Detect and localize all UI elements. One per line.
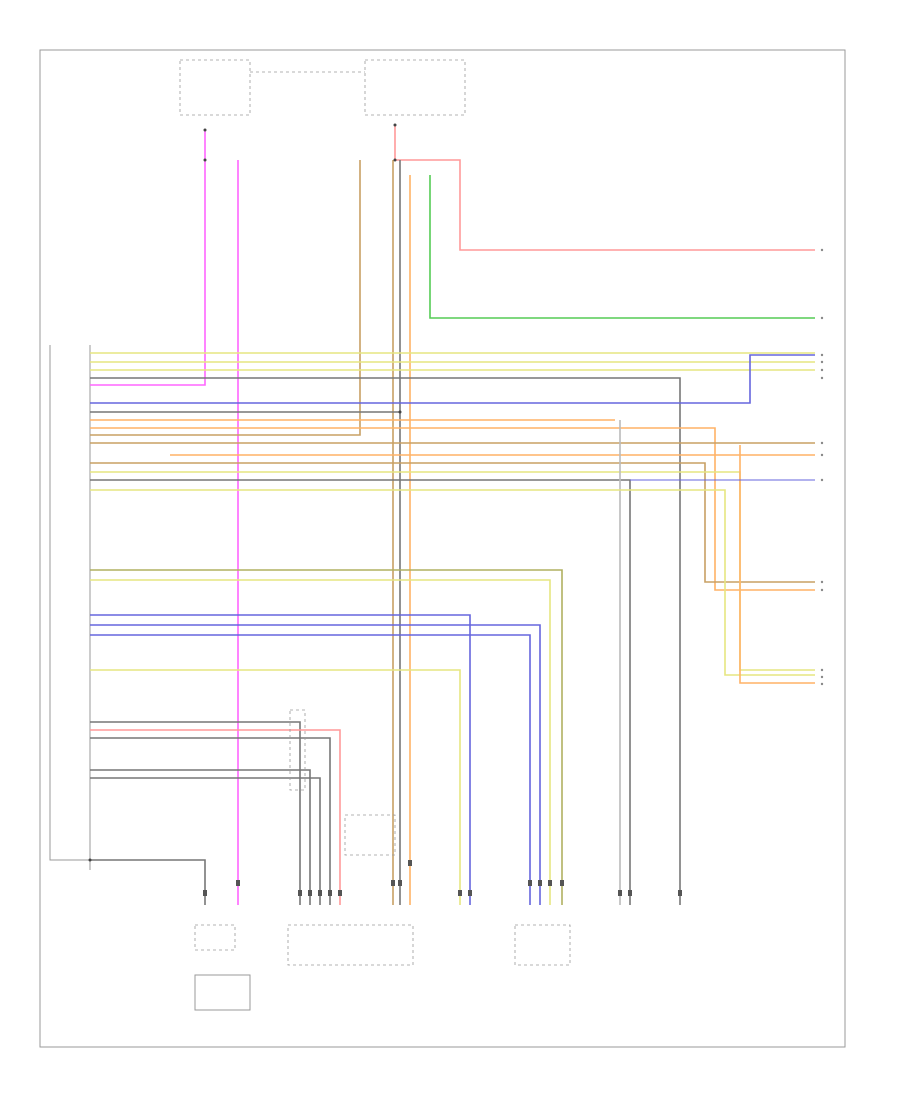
wire-gray-3 xyxy=(90,479,631,905)
terminal xyxy=(820,478,824,482)
component-box-6 xyxy=(194,974,251,1011)
pin xyxy=(391,880,395,886)
wire-yellow-7 xyxy=(90,669,461,905)
pin xyxy=(338,890,342,896)
pin xyxy=(468,890,472,896)
pin xyxy=(298,890,302,896)
pin xyxy=(618,890,622,896)
terminal xyxy=(820,441,824,445)
pin xyxy=(318,890,322,896)
lower-connector-wires xyxy=(90,721,341,905)
wire-yellow-6 xyxy=(90,579,551,905)
terminal xyxy=(820,248,824,252)
component-box-4 xyxy=(289,709,306,791)
wire-green-top xyxy=(429,175,815,319)
wire-blue-1 xyxy=(90,354,815,404)
wire-red-top xyxy=(394,125,815,251)
pin xyxy=(538,880,542,886)
component-box-1 xyxy=(194,924,236,951)
junction xyxy=(393,123,397,127)
wire-blue-2 xyxy=(90,614,471,905)
component-box-5 xyxy=(344,814,396,856)
wire-blue-4 xyxy=(90,634,531,905)
junction xyxy=(203,158,207,162)
pin xyxy=(203,890,207,896)
junction xyxy=(393,158,397,162)
terminal xyxy=(820,376,824,380)
right-terminals xyxy=(820,248,824,686)
wire-gray-9 xyxy=(90,859,206,905)
wire-gray-5 xyxy=(90,721,301,905)
pin-markers xyxy=(203,860,682,896)
pin xyxy=(236,880,240,886)
pin xyxy=(528,880,532,886)
middle-connector-wires xyxy=(90,569,563,905)
terminal xyxy=(820,360,824,364)
wire-gray-7 xyxy=(90,769,311,905)
pin xyxy=(308,890,312,896)
wire-blue-3 xyxy=(90,624,541,905)
fuse-box-right xyxy=(364,59,466,116)
junction-dots xyxy=(88,123,402,862)
wire-brown-top xyxy=(90,160,361,436)
component-box-2 xyxy=(287,924,414,966)
component-box-3 xyxy=(514,924,571,966)
wire-orange-2 xyxy=(90,427,815,591)
terminal xyxy=(820,580,824,584)
terminal xyxy=(820,368,824,372)
junction xyxy=(398,410,402,414)
wire-yellow-5 xyxy=(90,489,815,676)
fuse-box-left xyxy=(179,59,251,116)
control-module-bracket xyxy=(49,345,90,861)
bottom-components xyxy=(194,709,571,1011)
terminal xyxy=(820,668,824,672)
diagram-frame xyxy=(39,49,846,1048)
pin xyxy=(328,890,332,896)
terminal xyxy=(820,682,824,686)
pin xyxy=(548,880,552,886)
wire-gray-6 xyxy=(90,737,331,905)
terminal xyxy=(820,353,824,357)
wire-gray-1 xyxy=(90,377,681,905)
pin xyxy=(628,890,632,896)
pin xyxy=(408,860,412,866)
junction xyxy=(203,128,207,132)
vertical-wires xyxy=(90,125,815,905)
terminal xyxy=(820,316,824,320)
pin xyxy=(560,880,564,886)
pin xyxy=(678,890,682,896)
wire-yellow-4 xyxy=(90,471,815,671)
upper-connector-wires xyxy=(90,352,815,905)
terminal xyxy=(820,453,824,457)
terminal xyxy=(820,588,824,592)
wire-gray-8 xyxy=(90,777,321,905)
wire-pink-1 xyxy=(90,130,206,386)
junction xyxy=(88,858,92,862)
wire-red-1 xyxy=(90,729,341,905)
wire-olive-1 xyxy=(90,569,563,905)
pin xyxy=(458,890,462,896)
wire-brown-2 xyxy=(90,462,815,583)
pin xyxy=(398,880,402,886)
terminal xyxy=(820,675,824,679)
wire-orange-4 xyxy=(739,445,815,684)
